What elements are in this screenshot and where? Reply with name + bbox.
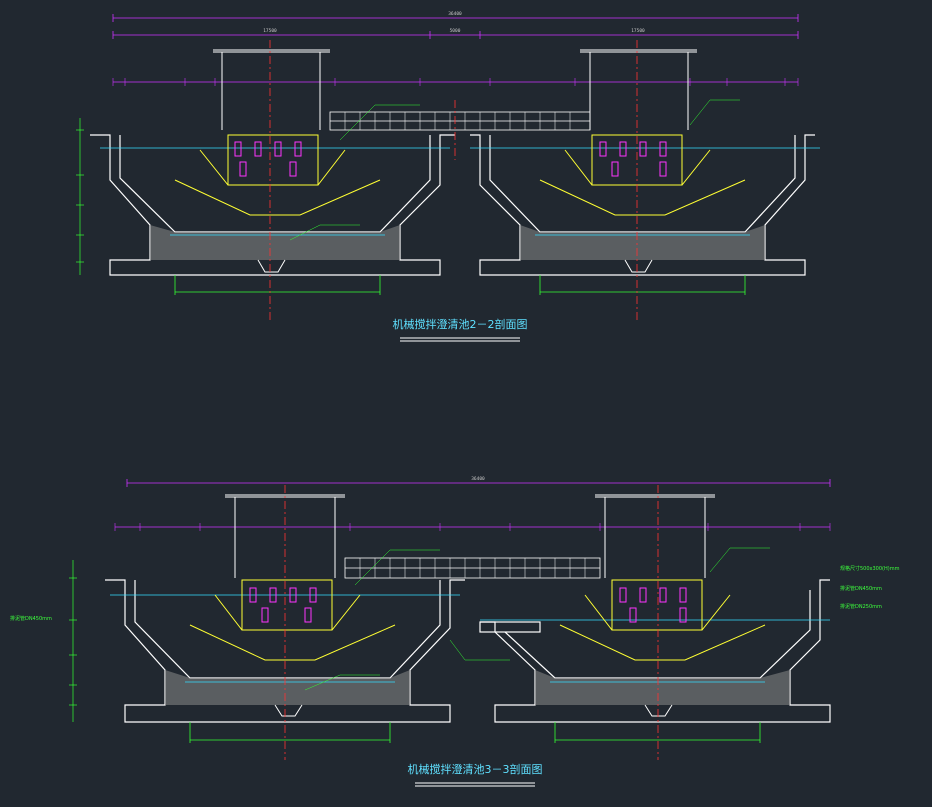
centerlines [269, 40, 638, 320]
overall-dimension-text: 36400 [448, 11, 462, 17]
pipe-windows [249, 587, 687, 623]
annotation-leaders [304, 547, 770, 691]
annotation-leaders [289, 99, 740, 241]
canopy-frames [225, 494, 715, 578]
dimension-text-right: 17500 [631, 28, 645, 34]
note-right-pipe-2: 排泥管DN250mm [840, 603, 882, 610]
section-3-3: 36400 [10, 476, 900, 787]
dimension-text-middle: 5000 [450, 28, 461, 34]
note-right-pipe: 排泥管DN450mm [840, 585, 882, 592]
reaction-chambers [174, 134, 746, 216]
overall-dimension-text: 36400 [471, 476, 485, 482]
gravel-fill [165, 670, 790, 705]
water-lines [110, 594, 830, 683]
section-title: 机械搅拌澄清池3－3剖面图 [408, 762, 543, 776]
section-title: 机械搅拌澄清池2－2剖面图 [393, 317, 528, 331]
pipe-windows [234, 141, 667, 177]
note-right-size: 规格尺寸500x300(H)mm [840, 565, 900, 572]
water-lines [100, 147, 820, 236]
walkway-bridge [344, 557, 601, 579]
reaction-chambers [189, 579, 766, 661]
walkway-bridge [329, 111, 591, 131]
centerlines [284, 485, 659, 760]
sludge-hoppers [274, 704, 673, 717]
section-2-2: 36400 17500 5000 17500 [76, 11, 820, 342]
dimension-text-left: 17500 [263, 28, 277, 34]
green-notes: 排泥管DN450mm 规格尺寸500x300(H)mm 排泥管DN450mm 排… [10, 565, 900, 622]
note-left-pipe: 排泥管DN450mm [10, 615, 52, 622]
canopy-frames [213, 49, 697, 130]
gravel-fill [150, 225, 765, 260]
sludge-hoppers [257, 259, 653, 273]
